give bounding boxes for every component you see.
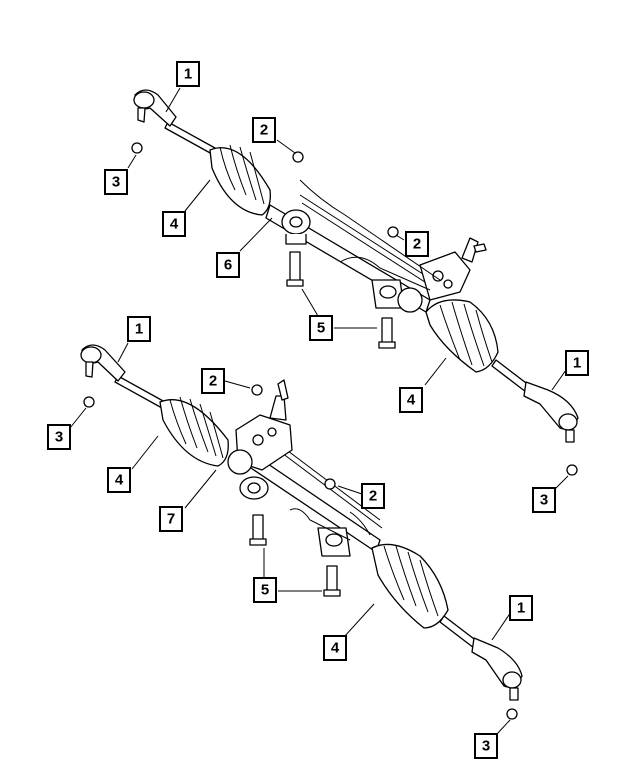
callout-4: 4 — [162, 211, 186, 237]
callout-2: 2 — [252, 117, 276, 143]
upper-left-tie-rod — [164, 121, 216, 155]
lower-left-mount — [239, 476, 269, 500]
callouts: 1 2 3 4 2 6 5 4 1 3 1 2 — [47, 61, 589, 759]
callout-3: 3 — [104, 169, 128, 195]
upper-left-tie-rod-end — [133, 89, 177, 127]
svg-text:7: 7 — [167, 511, 175, 528]
lower-right-tie-rod-end — [471, 637, 523, 701]
callout-7: 7 — [159, 506, 183, 532]
lower-nut-left — [83, 396, 95, 408]
callout-4: 4 — [107, 467, 131, 493]
upper-left-boot — [209, 144, 271, 216]
svg-text:5: 5 — [317, 320, 325, 337]
lower-left-tie-rod-end — [80, 344, 126, 382]
lower-valve-housing — [227, 379, 293, 475]
lower-right-mount — [317, 527, 351, 557]
svg-text:1: 1 — [135, 321, 143, 338]
upper-nut-left — [131, 142, 143, 154]
upper-nut-right — [387, 226, 399, 238]
svg-text:4: 4 — [407, 392, 416, 409]
svg-text:2: 2 — [413, 236, 421, 253]
upper-mount-bushing — [281, 209, 311, 245]
lower-right-boot — [371, 543, 449, 629]
upper-nut-top — [292, 151, 304, 163]
upper-valve-housing — [419, 237, 487, 301]
lower-nut-bottom — [506, 708, 518, 720]
upper-right-boot — [425, 299, 499, 373]
upper-rack-assembly — [131, 89, 579, 476]
callout-3: 3 — [532, 487, 556, 513]
callout-3: 3 — [47, 424, 71, 450]
lower-right-tie-rod — [439, 615, 479, 649]
svg-text:5: 5 — [261, 582, 269, 599]
callout-1: 1 — [176, 61, 200, 87]
svg-text:6: 6 — [224, 257, 232, 274]
svg-text:3: 3 — [112, 174, 120, 191]
callout-5: 5 — [309, 315, 333, 341]
lower-bolt-left — [249, 514, 267, 546]
lower-rack-assembly — [80, 344, 523, 720]
svg-text:1: 1 — [184, 66, 192, 83]
svg-text:3: 3 — [540, 492, 548, 509]
svg-text:2: 2 — [209, 373, 217, 390]
svg-text:2: 2 — [260, 122, 268, 139]
svg-text:4: 4 — [115, 472, 124, 489]
callout-2: 2 — [361, 483, 385, 509]
svg-text:3: 3 — [482, 738, 490, 755]
lower-nut-right — [324, 478, 336, 490]
svg-text:4: 4 — [170, 216, 179, 233]
callout-3: 3 — [474, 733, 498, 759]
svg-text:1: 1 — [517, 600, 525, 617]
upper-right-tie-rod-end — [523, 381, 579, 443]
lower-left-tie-rod — [114, 375, 166, 409]
callout-6: 6 — [216, 252, 240, 278]
callout-5: 5 — [253, 577, 277, 603]
svg-text:1: 1 — [573, 355, 581, 372]
lower-bolt-right — [323, 565, 341, 597]
callout-1: 1 — [565, 350, 589, 376]
callout-2: 2 — [405, 231, 429, 257]
leader-lines — [69, 87, 569, 735]
upper-bolt-right — [378, 317, 396, 349]
lower-left-boot — [159, 396, 229, 467]
callout-4: 4 — [323, 635, 347, 661]
callout-1: 1 — [127, 316, 151, 342]
svg-text:3: 3 — [55, 429, 63, 446]
lower-nut-top — [251, 384, 263, 396]
upper-bolt-left — [286, 251, 304, 287]
callout-2: 2 — [201, 368, 225, 394]
upper-right-tie-rod — [491, 359, 531, 393]
upper-nut-bottom — [566, 464, 578, 476]
svg-text:2: 2 — [369, 488, 377, 505]
callout-4: 4 — [399, 387, 423, 413]
svg-text:4: 4 — [331, 640, 340, 657]
callout-1: 1 — [509, 595, 533, 621]
upper-right-mount — [371, 279, 423, 313]
